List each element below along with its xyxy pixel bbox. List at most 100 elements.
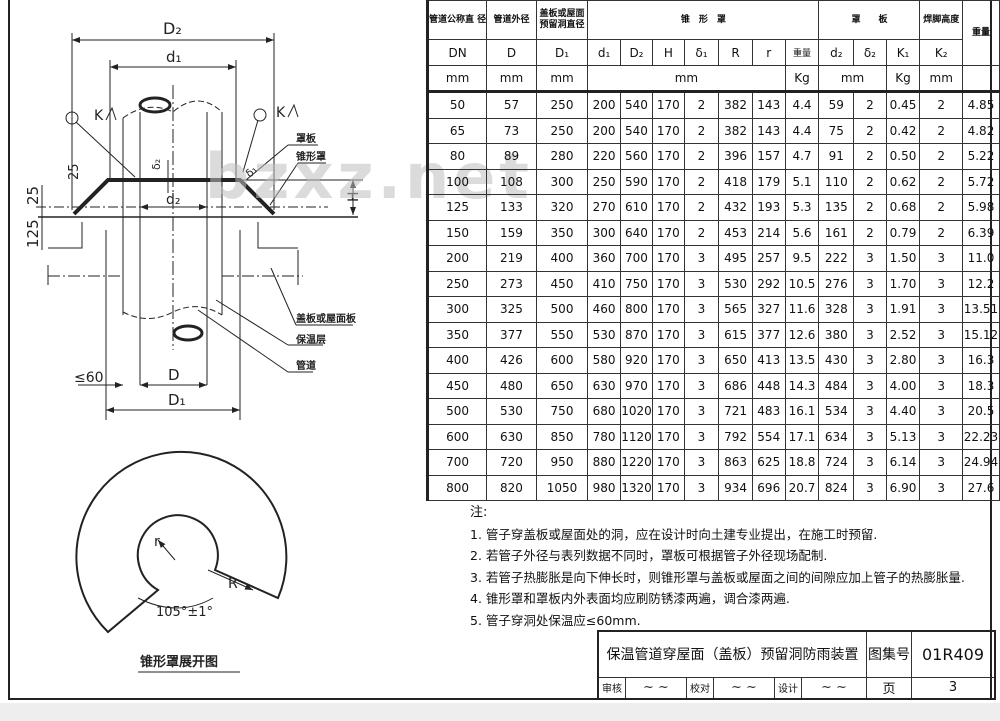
table-cell: 170 [651,423,685,450]
review-signature: ~ ~ [625,676,687,700]
label-125: 125 [24,219,42,248]
label-cover-plate: 罩板 [296,132,317,145]
label-H: H [346,191,362,202]
table-cell: 18.8 [784,449,820,476]
table-cell: 170 [651,245,685,272]
table-cell: 3 [853,474,887,501]
table-cell: 250 [535,117,589,144]
table-cell: 3 [919,398,963,425]
table-cell: 920 [619,347,653,374]
table-cell: 800 [426,474,488,501]
table-cell: 280 [535,143,589,170]
note-item: 3. 若管子热膨胀是向下伸长时，则锥形罩与盖板或屋面之间的间隙应加上管子的热膨胀… [470,569,965,585]
label-le60: ≤60 [74,370,104,386]
table-cell: 2 [853,117,887,144]
notes-title: 注: [470,505,488,520]
table-cell: 1020 [619,398,653,425]
column-symbol: δ₂ [853,39,887,66]
table-cell: 565 [718,296,753,323]
page-label: 页 [866,676,912,700]
table-cell: 292 [751,270,786,297]
table-cell: 3 [853,449,887,476]
table-cell: 143 [751,117,786,144]
table-cell: 3 [853,347,887,374]
table-cell: 75 [818,117,855,144]
table-cell: 750 [619,270,653,297]
table-cell: 686 [718,372,753,399]
table-cell: 450 [426,372,488,399]
table-cell: 200 [426,245,488,272]
table-cell: 3 [919,321,963,348]
table-cell: 780 [587,423,621,450]
table-cell: 720 [486,449,537,476]
table-cell: 3 [919,296,963,323]
table-cell: 170 [651,449,685,476]
table-cell: 108 [486,168,537,195]
table-cell: 724 [818,449,855,476]
table-cell: 65 [426,117,488,144]
table-cell: 2 [919,219,963,246]
table-cell: 530 [587,321,621,348]
table-cell: 3 [683,296,720,323]
label-d2: d₂ [166,192,181,208]
table-cell: 3 [683,474,720,501]
table-cell: 2 [683,168,720,195]
table-cell: 2.80 [885,347,921,374]
table-cell: 170 [651,219,685,246]
table-cell: 792 [718,423,753,450]
table-cell: 3 [919,423,963,450]
table-cell: 382 [718,91,753,119]
table-cell: 250 [587,168,621,195]
table-cell: 3 [683,321,720,348]
table-cell: 850 [535,423,589,450]
pipe-with-insulation [122,85,223,385]
table-cell: 3 [683,372,720,399]
table-cell: 453 [718,219,753,246]
viewer-bottom-bar [0,703,1000,721]
table-cell: 170 [651,168,685,195]
table-cell: 222 [818,245,855,272]
table-cell: 1220 [619,449,653,476]
table-cell: 2 [853,168,887,195]
table-cell: 980 [587,474,621,501]
table-cell: 3 [853,423,887,450]
table-cell: 5.1 [784,168,820,195]
table-cell: 3 [683,245,720,272]
table-cell: 91 [818,143,855,170]
table-cell: 89 [486,143,537,170]
table-cell: 484 [818,372,855,399]
table-cell: 170 [651,296,685,323]
table-cell: 0.42 [885,117,921,144]
table-cell: 16.1 [784,398,820,425]
table-cell: 824 [818,474,855,501]
table-cell: 18.3 [961,372,1000,399]
table-cell: 220 [587,143,621,170]
table-cell: 5.13 [885,423,921,450]
table-cell: 450 [535,270,589,297]
unit: mm [486,65,537,93]
table-cell: 73 [486,117,537,144]
table-cell: 6.39 [961,219,1000,246]
unit: mm [818,65,887,93]
table-cell: 3 [919,347,963,374]
table-cell: 24.94 [961,449,1000,476]
design-label: 设计 [774,676,802,700]
table-cell: 3 [919,245,963,272]
table-cell: 27.6 [961,474,1000,501]
roof-slab [47,222,303,285]
label-25: 25 [24,186,42,205]
table-cell: 1320 [619,474,653,501]
column-symbol: r [751,39,786,66]
table-cell: 382 [718,117,753,144]
table-cell: 125 [426,194,488,221]
table-cell: 3 [853,270,887,297]
column-symbol: d₂ [818,39,855,66]
table-cell: 4.4 [784,117,820,144]
